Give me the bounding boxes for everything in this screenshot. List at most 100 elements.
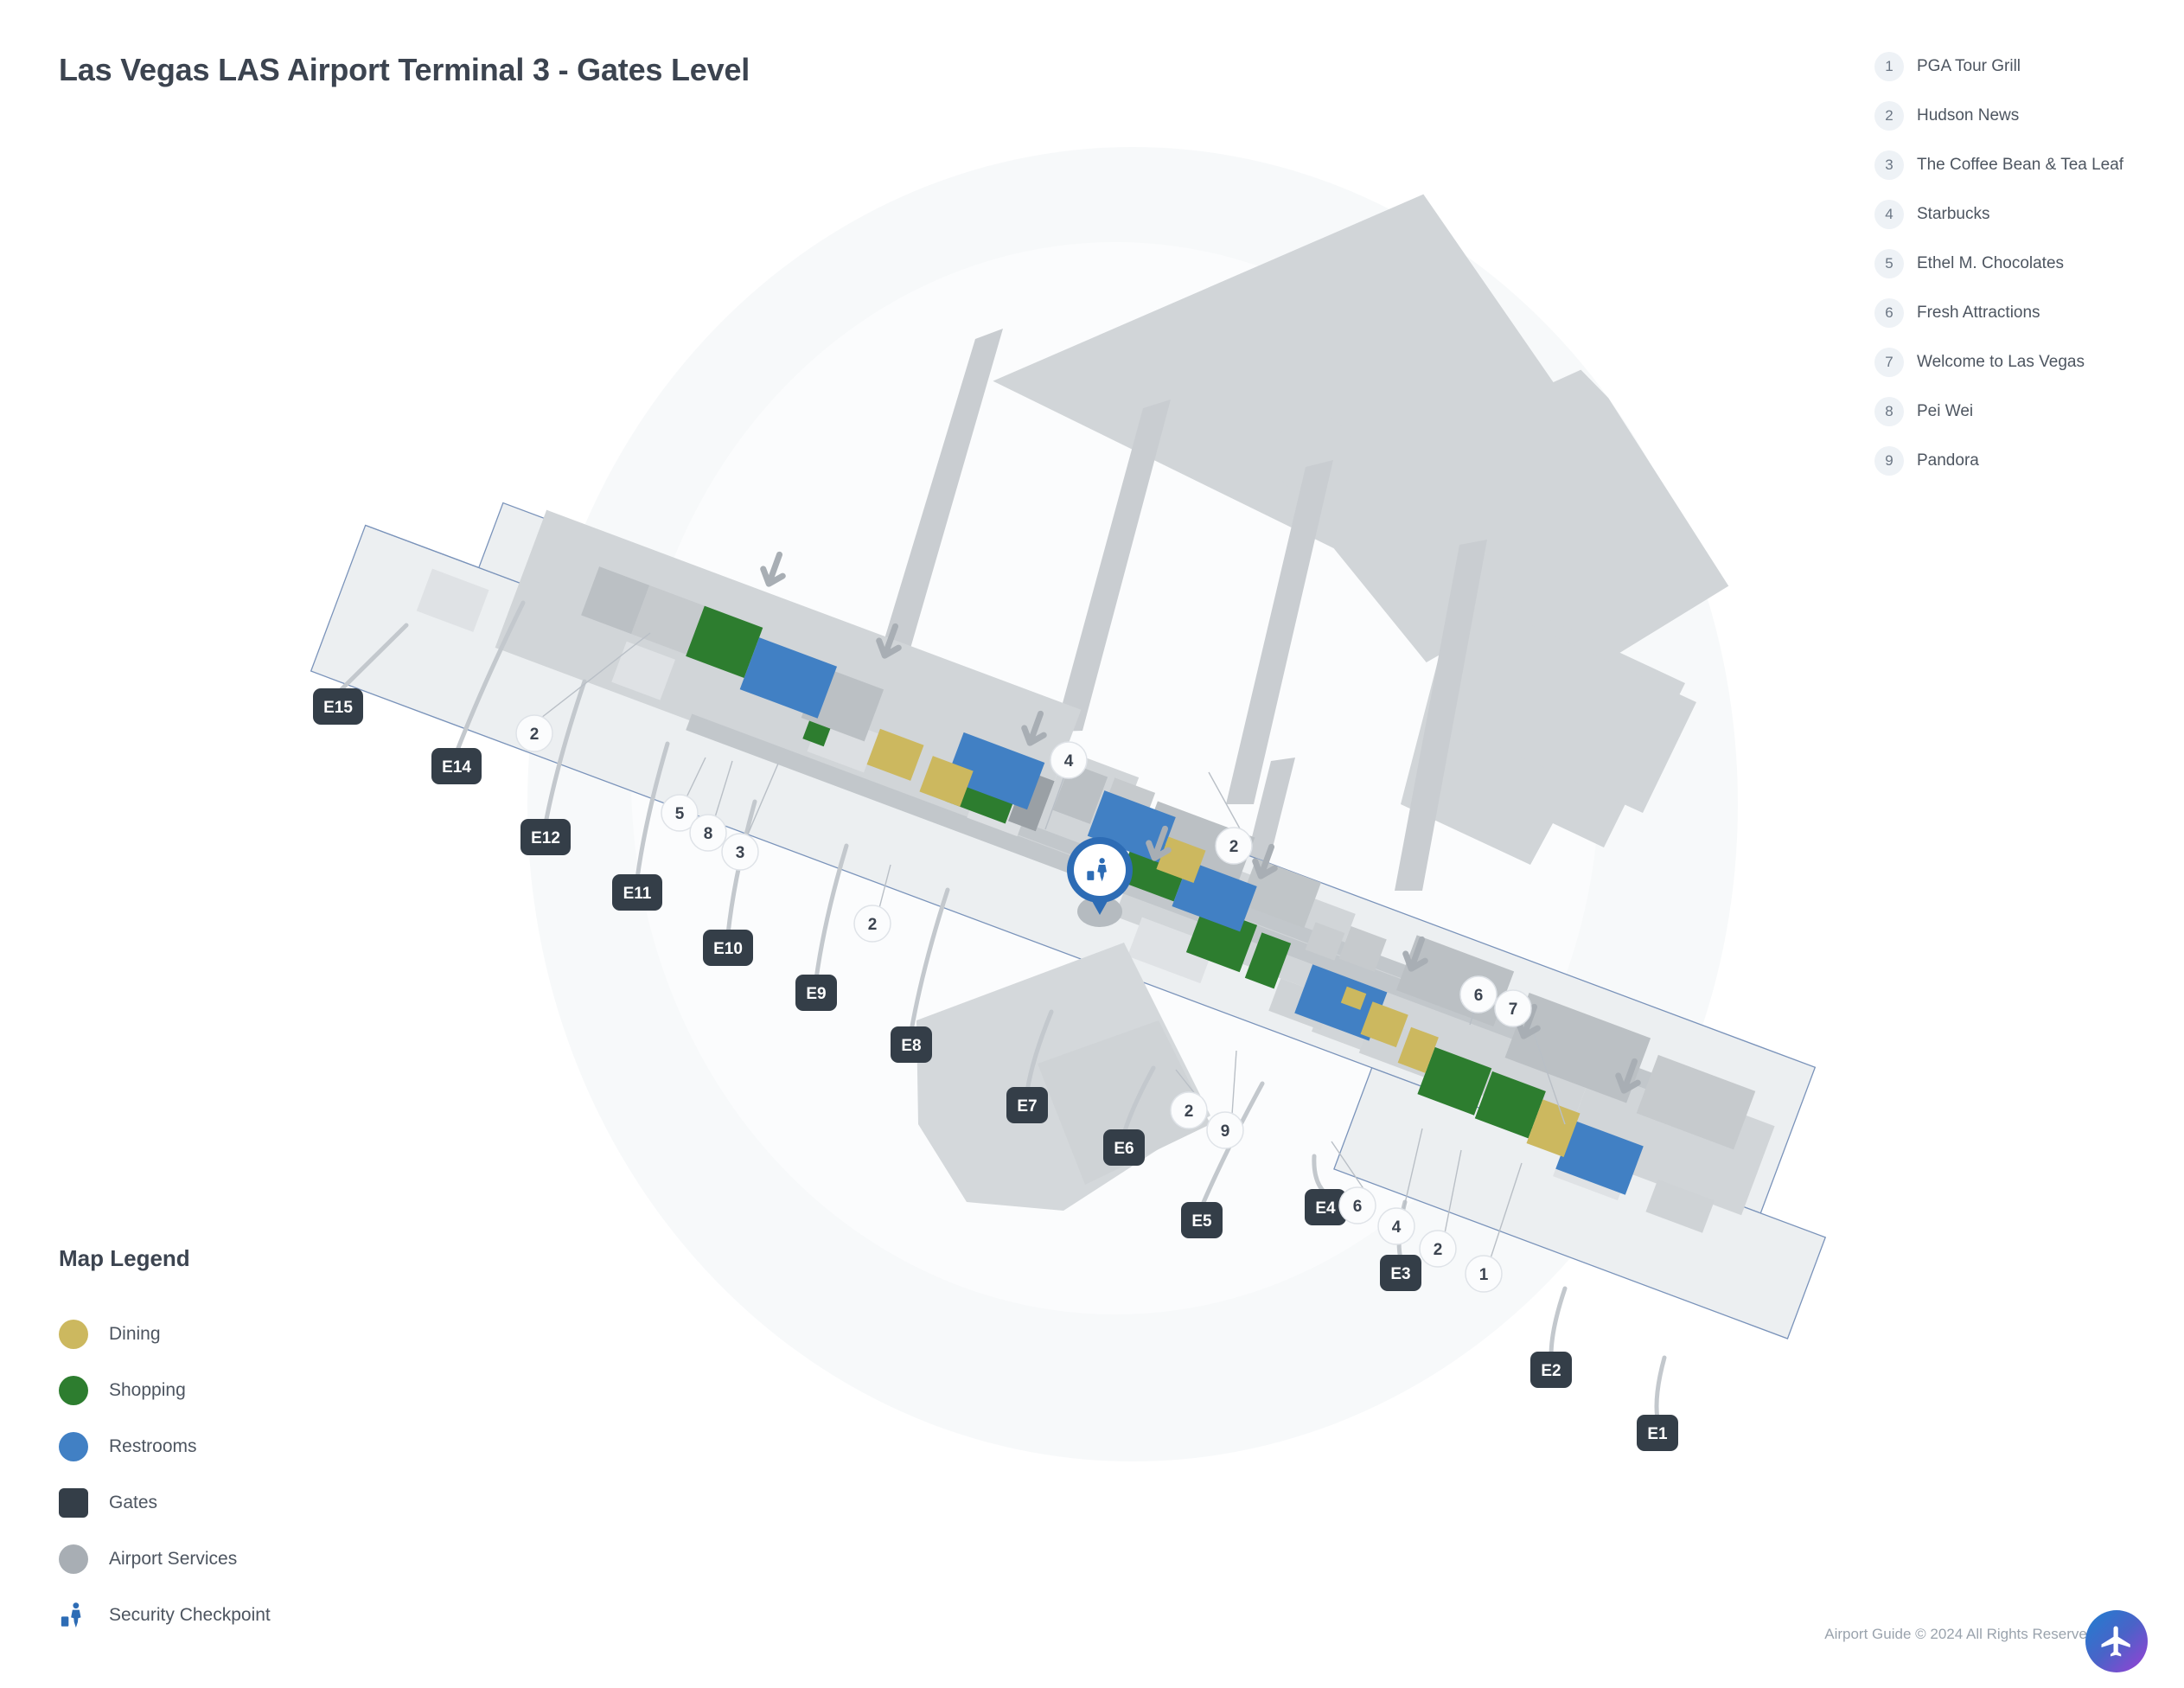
legend-item: Shopping: [59, 1362, 422, 1418]
poi-pin-circle: [1215, 827, 1253, 865]
map-poi-marker[interactable]: 2: [515, 714, 553, 752]
map-poi-marker[interactable]: 2: [1419, 1230, 1457, 1268]
poi-pin-number: 5: [675, 805, 685, 823]
gate-marker-e3[interactable]: E3: [1380, 1255, 1421, 1291]
poi-list-item[interactable]: 7 Welcome to Las Vegas: [1874, 348, 2160, 377]
poi-name-label: Welcome to Las Vegas: [1917, 353, 2085, 371]
poi-pin-number: 3: [736, 844, 745, 862]
gate-marker-e12[interactable]: E12: [520, 819, 571, 855]
legend-item: Airport Services: [59, 1531, 422, 1587]
security-checkpoint-icon: [1087, 858, 1107, 882]
map-poi-marker[interactable]: 8: [689, 814, 727, 852]
map-poi-marker[interactable]: 2: [1215, 827, 1253, 865]
gate-pill: [891, 1026, 932, 1063]
map-poi-marker[interactable]: 5: [661, 794, 699, 832]
gate-pill: [1103, 1129, 1145, 1166]
map-poi-marker[interactable]: 3: [721, 833, 759, 871]
poi-pin-circle: [661, 794, 699, 832]
map-poi-marker[interactable]: 4: [1050, 741, 1088, 779]
poi-number-badge: 5: [1874, 249, 1904, 278]
legend-swatch: [59, 1487, 88, 1518]
poi-pin-circle: [1459, 975, 1498, 1013]
map-poi-marker[interactable]: 6: [1338, 1186, 1376, 1224]
gate-marker-e15[interactable]: E15: [313, 688, 363, 725]
poi-pin-circle: [1419, 1230, 1457, 1268]
poi-name-label: Pei Wei: [1917, 402, 1974, 420]
gate-pill: [1006, 1087, 1048, 1123]
gate-pill: [313, 688, 363, 725]
legend-item: Gates: [59, 1474, 422, 1531]
poi-number-badge: 7: [1874, 348, 1904, 377]
poi-pin-circle: [1494, 989, 1532, 1027]
gate-marker-e2[interactable]: E2: [1530, 1352, 1572, 1388]
gate-marker-e1[interactable]: E1: [1637, 1415, 1678, 1451]
poi-pin-number: 2: [1185, 1103, 1194, 1121]
poi-pin-number: 1: [1479, 1266, 1489, 1284]
legend-label: Airport Services: [109, 1548, 238, 1569]
direction-arrow-icon: [1252, 843, 1278, 879]
security-checkpoint-marker[interactable]: [1067, 837, 1133, 927]
gate-pill: [1380, 1255, 1421, 1291]
gate-marker-e5[interactable]: E5: [1181, 1202, 1223, 1238]
poi-number-badge: 9: [1874, 446, 1904, 476]
direction-arrow-icon: [1146, 825, 1172, 861]
map-poi-marker[interactable]: 6: [1459, 975, 1498, 1013]
legend-swatch: [59, 1431, 88, 1461]
poi-number-badge: 2: [1874, 101, 1904, 131]
map-poi-marker[interactable]: 2: [1170, 1091, 1208, 1129]
gate-label: E3: [1390, 1265, 1410, 1283]
legend-swatch: [59, 1544, 88, 1574]
poi-name-label: Fresh Attractions: [1917, 304, 2040, 322]
page-title: Las Vegas LAS Airport Terminal 3 - Gates…: [59, 52, 750, 87]
map-poi-marker[interactable]: 4: [1377, 1207, 1415, 1245]
poi-pin-number: 2: [1229, 838, 1239, 856]
legend-label: Dining: [109, 1323, 161, 1344]
map-poi-marker[interactable]: 1: [1465, 1255, 1503, 1293]
poi-list-item[interactable]: 9 Pandora: [1874, 446, 2160, 476]
legend-label: Restrooms: [109, 1435, 197, 1456]
gate-pill: [612, 874, 662, 911]
poi-list-item[interactable]: 8 Pei Wei: [1874, 397, 2160, 426]
gate-marker-e11[interactable]: E11: [612, 874, 662, 911]
map-poi-marker[interactable]: 7: [1494, 989, 1532, 1027]
gate-pill: [1530, 1352, 1572, 1388]
gate-marker-e10[interactable]: E10: [703, 930, 753, 966]
direction-arrow-icon: [1615, 1058, 1641, 1094]
legend-label: Security Checkpoint: [109, 1604, 271, 1625]
poi-pin-circle: [689, 814, 727, 852]
poi-pin-number: 2: [530, 726, 540, 744]
gate-marker-e9[interactable]: E9: [795, 975, 837, 1011]
gate-marker-e6[interactable]: E6: [1103, 1129, 1145, 1166]
gate-pill: [1181, 1202, 1223, 1238]
legend-title: Map Legend: [59, 1245, 190, 1271]
gate-label: E9: [806, 985, 826, 1003]
map-poi-marker[interactable]: 2: [853, 905, 891, 943]
airplane-icon[interactable]: [2085, 1610, 2148, 1672]
gate-marker-e14[interactable]: E14: [431, 748, 482, 784]
gate-pill: [1305, 1189, 1346, 1225]
security-checkpoint-icon: [59, 1601, 88, 1630]
poi-number-badge: 8: [1874, 397, 1904, 426]
direction-arrow-icon: [1515, 1003, 1541, 1039]
gate-marker-e4[interactable]: E4: [1305, 1189, 1346, 1225]
upper-concourse-building: [993, 194, 1729, 865]
gate-marker-e7[interactable]: E7: [1006, 1087, 1048, 1123]
map-poi-marker[interactable]: 9: [1206, 1111, 1244, 1149]
gate-marker-e8[interactable]: E8: [891, 1026, 932, 1063]
legend-swatch: [59, 1375, 88, 1405]
gate-label: E15: [323, 699, 353, 717]
direction-arrow-icon: [760, 551, 786, 587]
poi-name-label: Pandora: [1917, 451, 1979, 470]
connector-bridges: [878, 329, 1487, 917]
